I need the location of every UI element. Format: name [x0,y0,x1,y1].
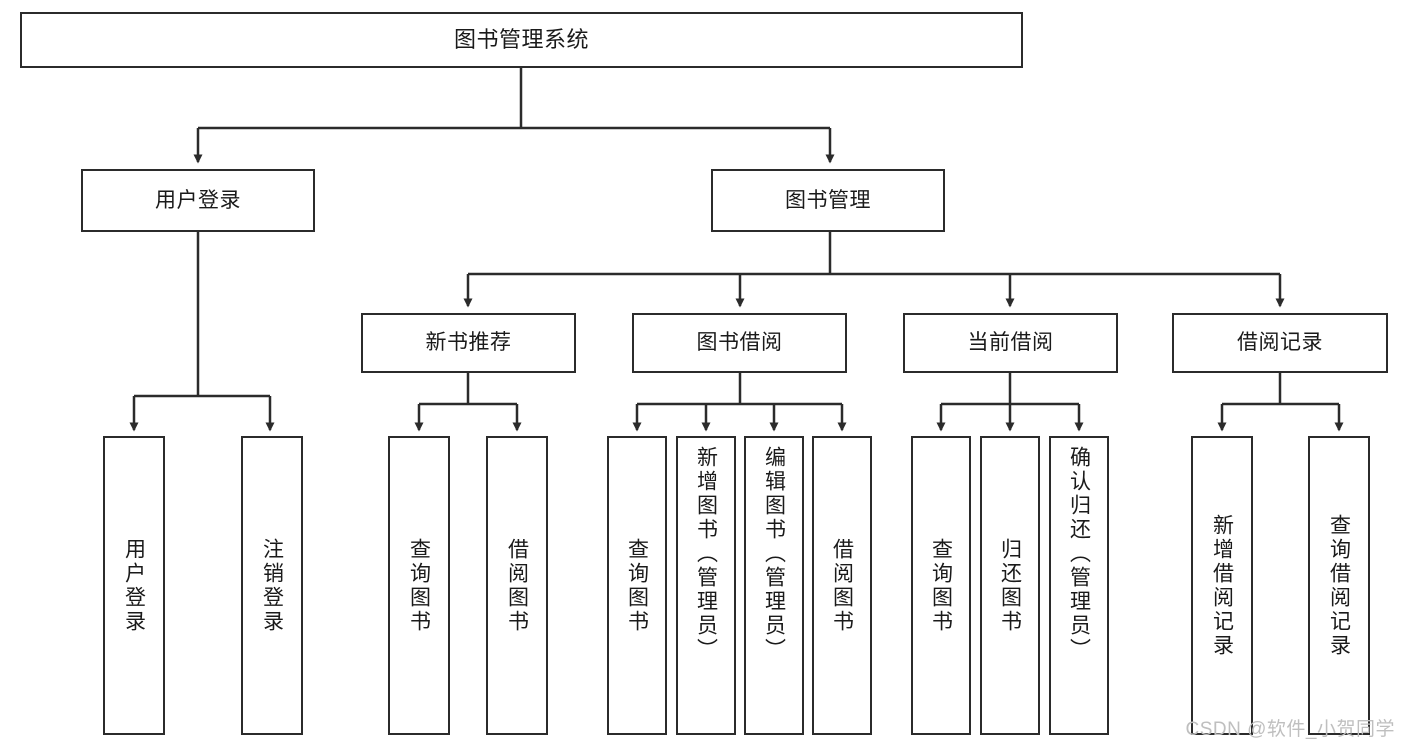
node-book-borrow-label: 图书借阅 [696,331,783,355]
node-user-login-label: 用户登录 [155,188,241,212]
node-leaf-borrow-book-recommend[interactable]: 借阅图书 [486,436,548,735]
node-leaf-confirm-return[interactable]: 确认归还（管理员） [1049,436,1109,735]
node-leaf-add-borrow-record[interactable]: 新增借阅记录 [1191,436,1253,735]
node-leaf-return-book[interactable]: 归还图书 [980,436,1040,735]
node-borrow-record-label: 借阅记录 [1237,331,1323,355]
node-leaf-query-book-recommend-label: 查询图书 [407,537,431,634]
node-leaf-edit-book[interactable]: 编辑图书（管理员） [744,436,804,735]
node-root-system-label: 图书管理系统 [453,26,589,52]
node-leaf-query-borrow-record[interactable]: 查询借阅记录 [1308,436,1370,735]
node-leaf-logout-login[interactable]: 注销登录 [241,436,303,735]
node-user-login[interactable]: 用户登录 [81,169,315,232]
node-leaf-return-book-label: 归还图书 [998,537,1022,634]
node-leaf-query-borrow-record-label: 查询借阅记录 [1327,513,1351,658]
node-leaf-logout-login-label: 注销登录 [260,537,284,634]
node-leaf-confirm-return-label: 确认归还（管理员） [1067,446,1091,662]
node-new-book-recommend[interactable]: 新书推荐 [361,313,576,373]
node-leaf-add-book-label: 新增图书（管理员） [694,446,718,662]
node-borrow-record[interactable]: 借阅记录 [1172,313,1388,373]
node-leaf-query-book-borrow[interactable]: 查询图书 [607,436,667,735]
node-leaf-user-login-label: 用户登录 [122,537,146,634]
node-leaf-query-book-current[interactable]: 查询图书 [911,436,971,735]
node-leaf-borrow-book-borrow[interactable]: 借阅图书 [812,436,872,735]
node-leaf-query-book-recommend[interactable]: 查询图书 [388,436,450,735]
node-current-borrow[interactable]: 当前借阅 [903,313,1118,373]
node-new-book-recommend-label: 新书推荐 [425,331,512,355]
node-leaf-add-borrow-record-label: 新增借阅记录 [1210,513,1234,658]
node-leaf-borrow-book-borrow-label: 借阅图书 [830,537,854,634]
node-leaf-add-book[interactable]: 新增图书（管理员） [676,436,736,735]
node-book-borrow[interactable]: 图书借阅 [632,313,847,373]
node-book-manage-label: 图书管理 [785,188,871,212]
node-root-system[interactable]: 图书管理系统 [20,12,1023,68]
node-leaf-query-book-borrow-label: 查询图书 [625,537,649,634]
node-leaf-query-book-current-label: 查询图书 [929,537,953,634]
node-leaf-user-login[interactable]: 用户登录 [103,436,165,735]
node-leaf-borrow-book-recommend-label: 借阅图书 [505,537,529,634]
node-book-manage[interactable]: 图书管理 [711,169,945,232]
node-leaf-edit-book-label: 编辑图书（管理员） [762,446,786,662]
node-current-borrow-label: 当前借阅 [967,331,1054,355]
